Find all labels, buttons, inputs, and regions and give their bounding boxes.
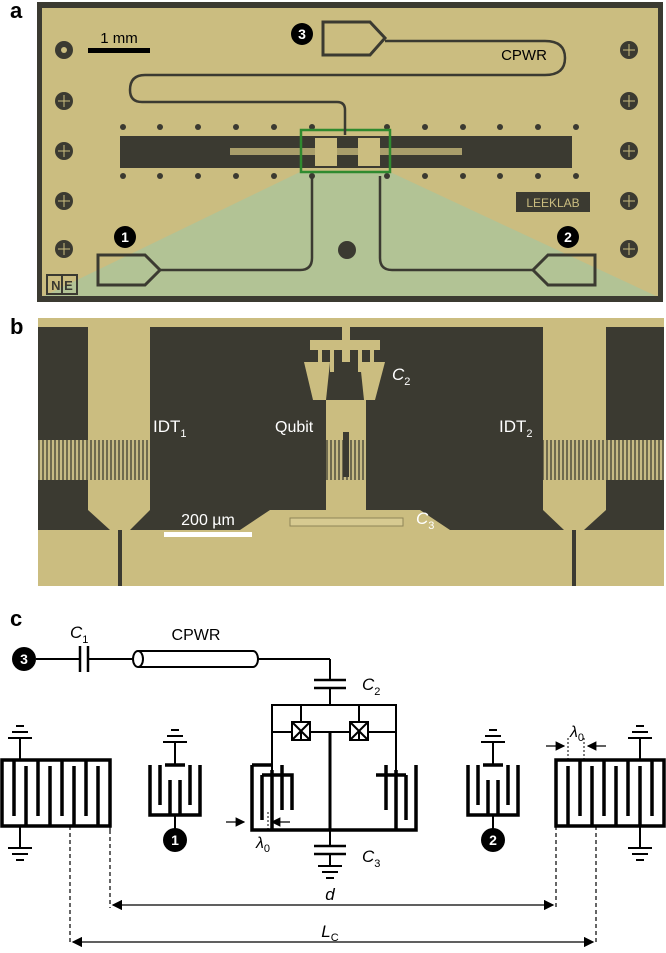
cpwr-label-c: CPWR: [172, 627, 221, 644]
panel-c-label: c: [10, 606, 23, 631]
port2-launcher: [530, 253, 597, 287]
panel-a-label: a: [10, 0, 23, 23]
lc-label: LC: [321, 922, 338, 944]
port2-marker: [557, 226, 579, 248]
port1-number-c: 1: [171, 832, 179, 848]
c2-label-b: C2: [392, 365, 410, 388]
lambda-label-left: λ0: [255, 835, 270, 855]
port3-marker: [291, 23, 313, 45]
panel-b-label: b: [10, 314, 24, 339]
port3-number-a: 3: [298, 26, 306, 42]
idt1-label: IDT1: [153, 417, 187, 440]
port2-number-a: 2: [564, 229, 572, 245]
lambda-label-right: λ0: [569, 724, 584, 744]
panel-b-micrograph: [38, 318, 664, 586]
lab-logo-text: LEEKLAB: [526, 196, 579, 210]
idt2-label: IDT2: [499, 417, 533, 440]
panel-a-chip-photo: [37, 2, 663, 302]
port3-marker-c: [12, 647, 36, 671]
port2-number-c: 2: [489, 832, 497, 848]
zoom-funnel: [44, 172, 656, 296]
corner-mark-text: N E: [51, 278, 73, 293]
idt1-structure: [38, 327, 150, 586]
port2-marker-c: [481, 828, 505, 852]
port3-launcher: [321, 20, 388, 57]
c2-label-c: C2: [362, 675, 380, 698]
scale-bar-a-label: 1 mm: [100, 30, 138, 47]
idt2-structure: [543, 327, 664, 586]
c1-label: C1: [70, 623, 88, 646]
port1-marker-c: [163, 828, 187, 852]
c3-label-b: C3: [416, 509, 434, 532]
d-label: d: [325, 885, 335, 904]
qubit-label: Qubit: [275, 419, 314, 436]
port1-marker: [114, 226, 136, 248]
port3-number-c: 3: [20, 651, 28, 667]
c3-label-c: C3: [362, 847, 380, 870]
scale-bar-b: [164, 532, 252, 537]
port1-launcher: [96, 253, 163, 287]
qubit-structure: [289, 318, 404, 527]
panel-c-circuit: [0, 646, 666, 948]
cpwr-label-a: CPWR: [501, 47, 547, 64]
lab-logo: [516, 192, 590, 212]
scale-bar-a: [88, 48, 150, 53]
port1-number-a: 1: [121, 229, 129, 245]
scale-bar-b-label: 200 µm: [181, 512, 235, 529]
cpwr-line: [128, 39, 567, 135]
dot-rows: [120, 124, 579, 179]
